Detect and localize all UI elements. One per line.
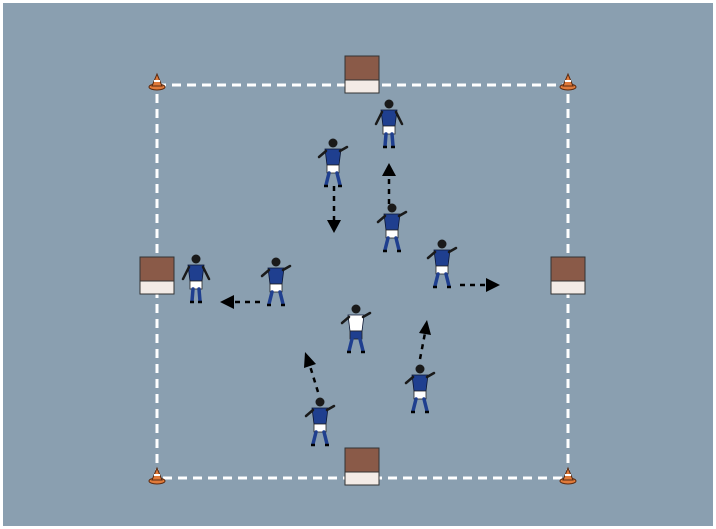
gate-top xyxy=(345,56,379,93)
gate-net xyxy=(140,257,174,281)
gate-net xyxy=(345,448,379,472)
gate-frame xyxy=(345,80,379,93)
player-head xyxy=(192,255,201,264)
player-shirt xyxy=(188,265,204,281)
player-head xyxy=(352,305,361,314)
player-head xyxy=(438,240,447,249)
player-shirt xyxy=(348,315,364,331)
gate-left xyxy=(140,257,174,294)
player-head xyxy=(329,139,338,148)
gate-net xyxy=(345,56,379,80)
player-leg xyxy=(392,134,393,146)
player-shirt xyxy=(384,214,400,230)
player-head xyxy=(316,398,325,407)
player-shirt xyxy=(325,149,341,165)
player-leg xyxy=(385,134,386,146)
player-shirt xyxy=(312,408,328,424)
player-leg xyxy=(199,289,200,301)
player-head xyxy=(416,365,425,374)
player-shirt xyxy=(434,250,450,266)
player-head xyxy=(388,204,397,213)
gate-frame xyxy=(551,281,585,294)
player-leg xyxy=(192,289,193,301)
gate-net xyxy=(551,257,585,281)
gate-right xyxy=(551,257,585,294)
player-head xyxy=(385,100,394,109)
player-shirt xyxy=(381,110,397,126)
player-shirt xyxy=(412,375,428,391)
gate-frame xyxy=(140,281,174,294)
player-head xyxy=(272,258,281,267)
gate-frame xyxy=(345,472,379,485)
gate-bottom xyxy=(345,448,379,485)
player-shirt xyxy=(268,268,284,284)
